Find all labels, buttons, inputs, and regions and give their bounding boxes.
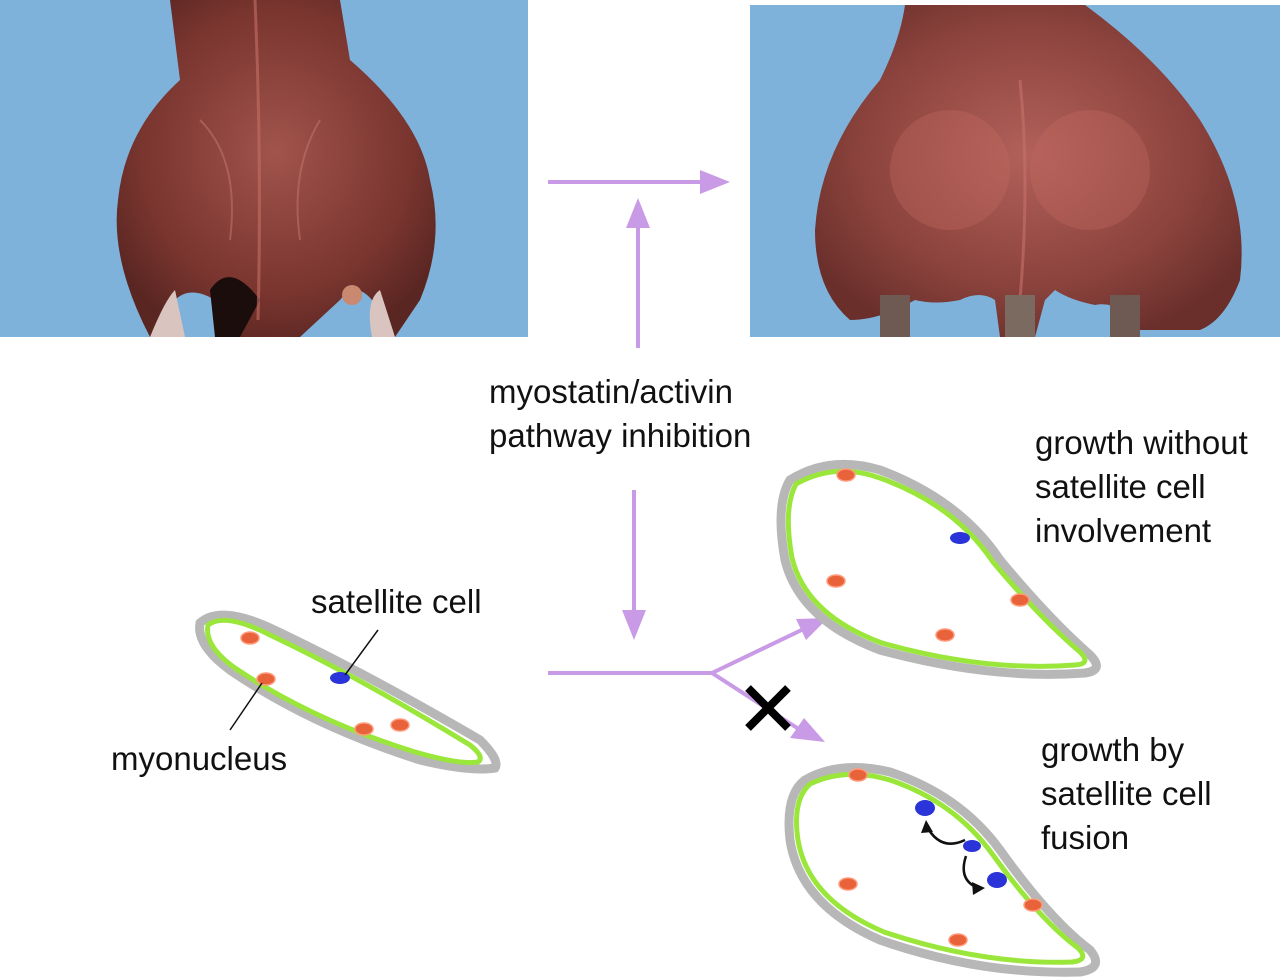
arrow-branch-up <box>711 623 813 675</box>
myonucleus-label: myonucleus <box>111 740 288 777</box>
myonucleus-dot <box>935 628 955 642</box>
arrowhead-photo-right <box>700 170 730 194</box>
myonucleus-dot <box>838 877 858 891</box>
pathway-line-1: myostatin/activin <box>489 373 733 410</box>
myonucleus-dot <box>256 672 276 686</box>
growth-without-label: growth without satellite cell involvemen… <box>1035 421 1248 553</box>
myonucleus-dot <box>826 574 846 588</box>
arrows <box>548 170 828 742</box>
satellite-cell-dot <box>915 800 935 816</box>
pathway-line-2: pathway inhibition <box>489 417 752 454</box>
myonucleus-dot <box>1010 593 1030 607</box>
satellite-cell-dot <box>950 532 970 544</box>
myonucleus-dot <box>1023 898 1043 912</box>
satellite-cell-dot <box>963 840 981 852</box>
growth-by-line-2: satellite cell <box>1041 775 1212 812</box>
growth-without-line-3: involvement <box>1035 512 1212 549</box>
myonucleus-dot <box>948 933 968 947</box>
growth-by-line-3: fusion <box>1041 819 1130 856</box>
satellite-cell-dot <box>987 872 1007 888</box>
myonucleus-dot <box>240 631 260 645</box>
right-muscle-photo <box>750 5 1280 337</box>
muscle-fiber-hypertrophy <box>776 459 1101 679</box>
myonucleus-dot <box>848 768 868 782</box>
arrowhead-inhibition-down <box>622 610 646 640</box>
satellite-cell-dot <box>330 672 350 684</box>
myonucleus-dot <box>836 468 856 482</box>
arrowhead-inhibition-up <box>626 198 650 228</box>
arrowhead-branch-down <box>790 718 825 742</box>
muscle-fiber-small <box>195 610 501 774</box>
growth-without-line-1: growth without <box>1035 424 1248 461</box>
myonucleus-dot <box>390 718 410 732</box>
growth-without-line-2: satellite cell <box>1035 468 1206 505</box>
growth-by-fusion-label: growth by satellite cell fusion <box>1041 728 1212 860</box>
left-muscle-photo <box>0 0 528 337</box>
growth-by-line-1: growth by <box>1041 731 1185 768</box>
pathway-inhibition-label: myostatin/activin pathway inhibition <box>489 370 751 458</box>
arrowhead-branch-up <box>796 618 828 640</box>
muscle-fiber-fusion <box>784 763 1101 977</box>
satellite-cell-label: satellite cell <box>311 583 482 620</box>
blocked-x-icon <box>745 685 791 731</box>
myonucleus-dot <box>354 722 374 736</box>
